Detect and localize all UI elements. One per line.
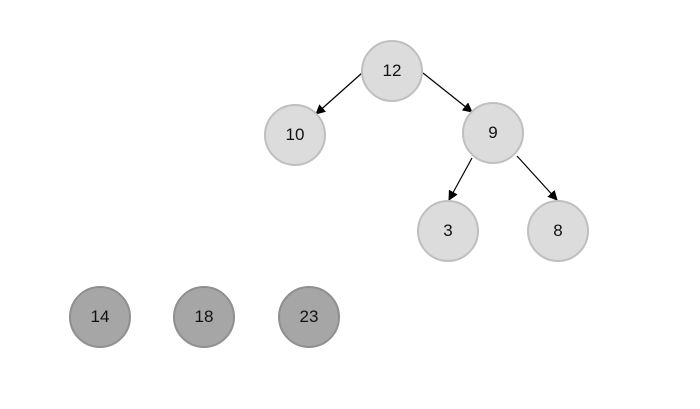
node-label: 9: [488, 123, 498, 142]
loose-node: 23: [278, 286, 340, 348]
node-label: 14: [90, 307, 110, 326]
edge-9-to-8: [516, 155, 558, 201]
tree-node-right-right: 8: [527, 200, 589, 262]
tree-node-right: 9: [462, 102, 524, 164]
edge-9-to-3: [448, 157, 473, 201]
edge-12-to-9: [422, 72, 473, 113]
edge-12-to-10: [315, 72, 363, 115]
node-label: 23: [299, 307, 319, 326]
node-label: 10: [285, 125, 305, 144]
tree-node-root: 12: [361, 40, 423, 102]
node-label: 3: [443, 221, 453, 240]
loose-node: 18: [173, 286, 235, 348]
node-label: 12: [382, 61, 402, 80]
node-label: 18: [194, 307, 214, 326]
loose-node: 14: [69, 286, 131, 348]
node-label: 8: [553, 221, 563, 240]
tree-node-right-left: 3: [417, 200, 479, 262]
tree-node-left: 10: [264, 104, 326, 166]
